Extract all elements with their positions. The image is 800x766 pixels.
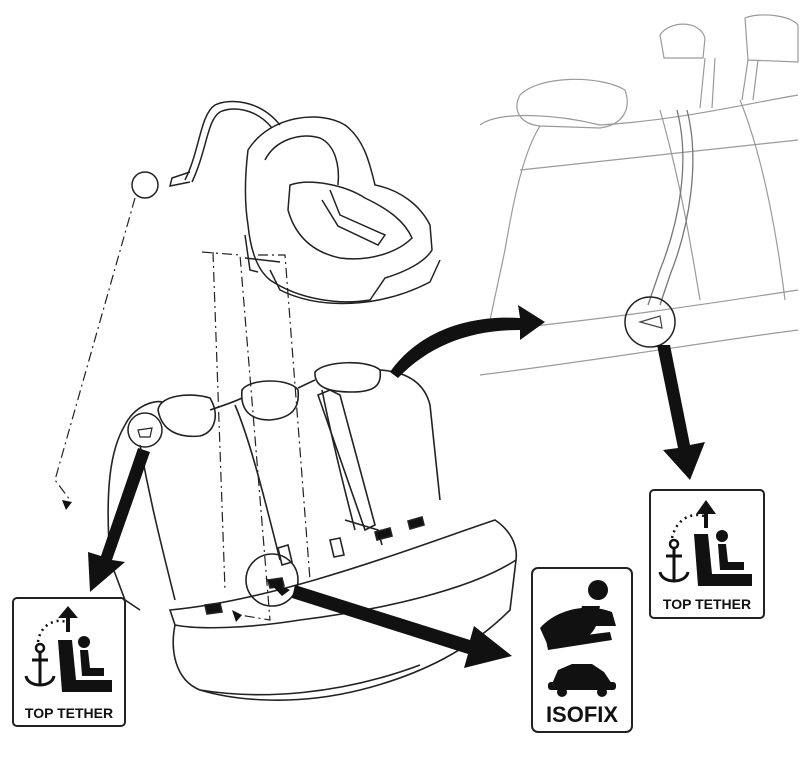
anchor-icon (24, 642, 56, 687)
headrest-left (157, 394, 216, 438)
top-tether-label-left: TOP TETHER (25, 705, 113, 721)
top-tether-card-left: TOP TETHER (12, 597, 126, 727)
car-icon (548, 664, 616, 697)
top-tether-label-right: TOP TETHER (663, 596, 751, 612)
isofix-card: ISOFIX (531, 567, 633, 733)
up-arrow-icon (696, 500, 716, 528)
headrest-right (314, 361, 382, 393)
isofix-anchor-callout (245, 553, 299, 607)
pointer-arrows (88, 305, 705, 668)
tether-dotted-path (36, 619, 67, 643)
guide-lines (54, 197, 311, 621)
curved-arrow (390, 305, 545, 378)
tether-hook-callout (131, 171, 159, 199)
tether-anchor-callout-left (127, 412, 163, 448)
arrow-down-left (88, 448, 150, 592)
up-arrow-icon (58, 606, 78, 632)
child-seat-drawing (168, 100, 441, 305)
tether-anchor-callout-right (624, 296, 676, 348)
top-tether-card-right: TOP TETHER (649, 489, 765, 619)
child-seat-icon (540, 580, 616, 650)
headrest-center (241, 380, 300, 421)
tether-strap (647, 109, 694, 306)
arrow-down-right (657, 345, 705, 480)
isofix-label: ISOFIX (546, 702, 618, 727)
child-seat-icon (694, 530, 752, 586)
child-seat-icon (58, 636, 112, 692)
anchor-icon (658, 538, 690, 583)
arrow-to-isofix (292, 585, 512, 668)
